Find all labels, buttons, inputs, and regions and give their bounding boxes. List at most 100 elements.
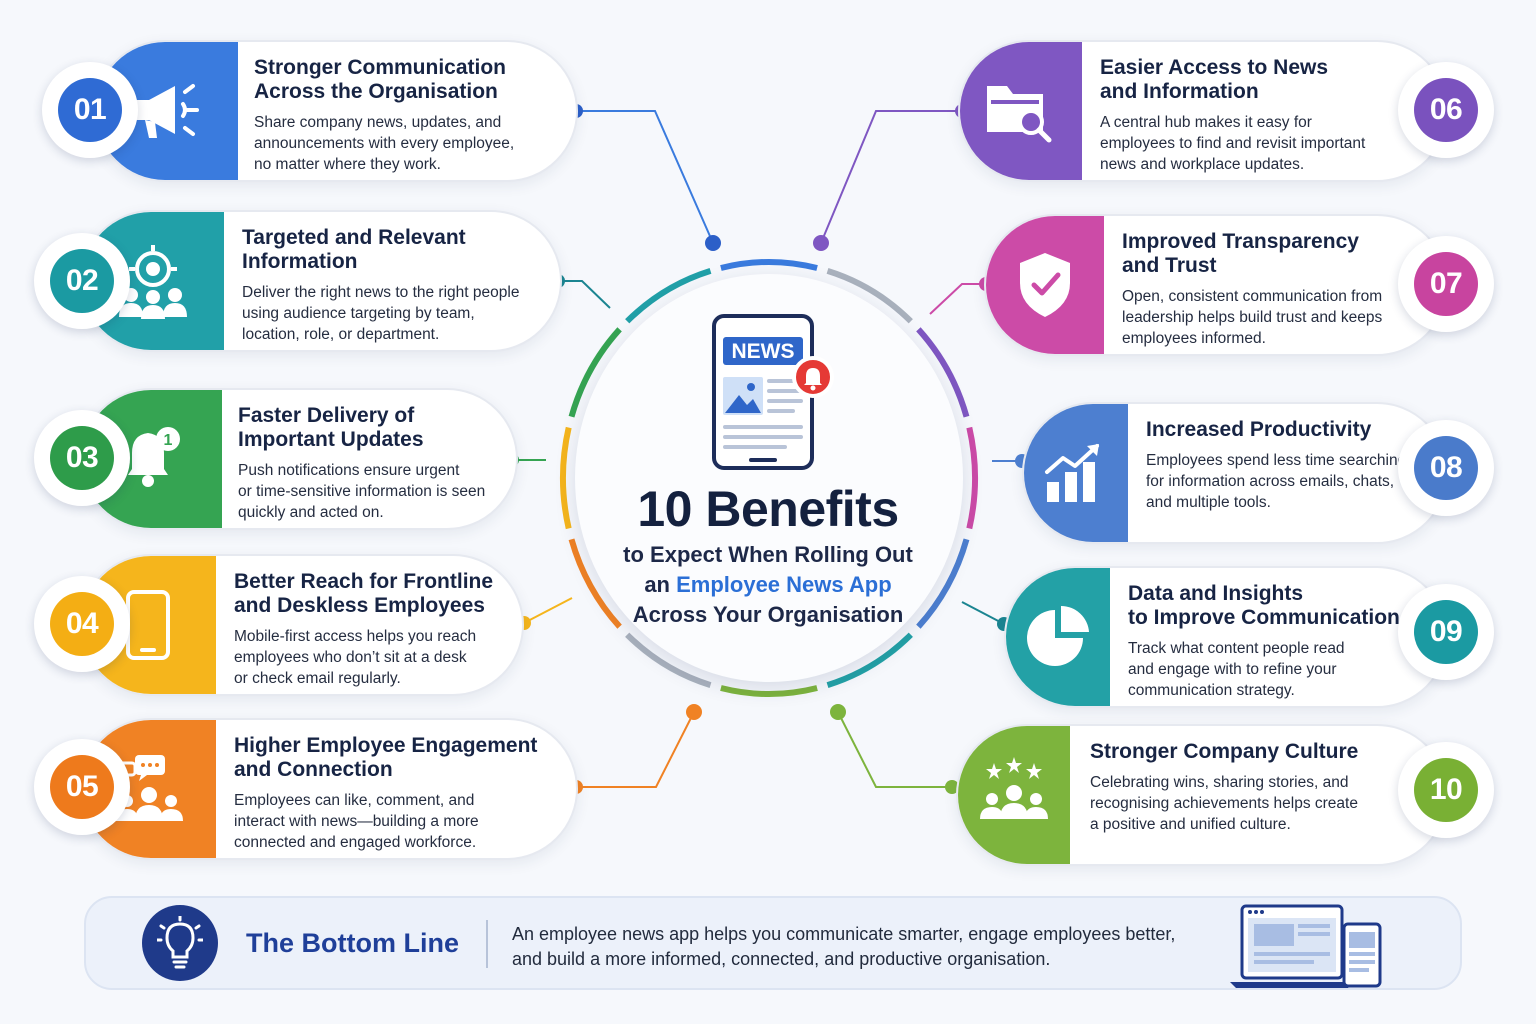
benefit-02-desc-line1: Deliver the right news to the right peop…	[242, 284, 520, 301]
benefit-01-desc-line1: Share company news, updates, and	[254, 114, 502, 131]
audience-target-icon	[119, 245, 187, 319]
benefit-09-title-line2: to Improve Communication	[1128, 606, 1400, 629]
benefit-09-desc-line1: Track what content people read	[1128, 640, 1345, 657]
benefit-10-description: Celebrating wins, sharing stories, and re…	[1090, 772, 1390, 835]
benefit-09-desc-line3: communication strategy.	[1128, 682, 1295, 699]
benefit-03-description: Push notifications ensure urgent or time-…	[238, 460, 508, 523]
benefit-08-desc-line1: Employees spend less time searching	[1146, 452, 1407, 469]
ring-segment	[916, 538, 970, 629]
folder-search-icon	[987, 86, 1052, 143]
benefit-02-number: 02	[50, 249, 114, 313]
people-chat-icon	[115, 755, 183, 821]
ring-segment	[720, 259, 818, 271]
ring-segment	[916, 327, 970, 418]
growth-chart-icon	[1045, 444, 1099, 502]
benefit-09-number: 09	[1414, 600, 1478, 664]
ring-segment	[826, 268, 913, 324]
benefit-06-color-block	[960, 42, 1082, 180]
benefit-02-title-line2: Information	[242, 250, 358, 273]
benefit-03-desc-line1: Push notifications ensure urgent	[238, 462, 460, 479]
hero-subtitle-line3: Across Your Organisation	[632, 602, 904, 627]
lightbulb-icon	[142, 905, 218, 981]
benefit-06-desc-line2: employees to find and revisit important	[1100, 135, 1366, 152]
ring-segment	[568, 538, 622, 629]
ring-segment	[625, 632, 712, 688]
benefit-08-desc-line3: and multiple tools.	[1146, 494, 1271, 511]
bottom-line-text-line2: and build a more informed, connected, an…	[512, 949, 1051, 969]
benefit-07-title-line2: and Trust	[1122, 254, 1217, 277]
benefit-10-color-block	[958, 726, 1070, 864]
benefit-05-description: Employees can like, comment, and interact…	[234, 790, 568, 853]
hero-subtitle-line1: to Expect When Rolling Out	[623, 542, 913, 567]
benefit-card-08: Increased Productivity Employees spend l…	[1022, 402, 1448, 544]
benefit-07-desc-line1: Open, consistent communication from	[1122, 288, 1383, 305]
benefit-10-title: Stronger Company Culture	[1090, 740, 1390, 764]
ring-segment	[966, 426, 978, 530]
shield-check-icon	[1020, 253, 1070, 317]
ring-segment	[568, 327, 622, 418]
svg-text:1: 1	[164, 432, 173, 449]
benefit-04-desc-line2: employees who don’t sit at a desk	[234, 649, 467, 666]
bottom-line-text-line1: An employee news app helps you communica…	[512, 924, 1176, 944]
bell-notification-icon: 1	[128, 427, 180, 487]
benefit-01-title-line1: Stronger Communication	[254, 56, 507, 79]
benefit-05-desc-line2: interact with news—building a more	[234, 813, 479, 830]
benefit-03-desc-line2: or time-sensitive information is seen	[238, 483, 486, 500]
benefit-10-title-line1: Stronger Company Culture	[1090, 740, 1359, 763]
benefit-01-desc-line2: announcements with every employee,	[254, 135, 515, 152]
benefit-03-number: 03	[50, 426, 114, 490]
ring-segment	[560, 426, 572, 530]
benefit-10-desc-line1: Celebrating wins, sharing stories, and	[1090, 774, 1349, 791]
benefit-08-text: Increased Productivity Employees spend l…	[1146, 418, 1446, 513]
benefit-10-desc-line2: recognising achievements helps create	[1090, 795, 1358, 812]
benefit-05-title-line2: and Connection	[234, 758, 393, 781]
benefit-04-number: 04	[50, 592, 114, 656]
benefit-09-color-block	[1006, 568, 1110, 706]
benefit-card-10: Stronger Company Culture Celebrating win…	[956, 724, 1448, 866]
news-label: NEWS	[732, 340, 795, 363]
benefit-03-desc-line3: quickly and acted on.	[238, 504, 384, 521]
benefit-01-desc-line3: no matter where they work.	[254, 156, 441, 173]
benefit-04-description: Mobile-first access helps you reach emplo…	[234, 626, 524, 689]
hero-subtitle-pre: an	[644, 572, 677, 597]
benefit-04-title-line2: and Deskless Employees	[234, 594, 485, 617]
benefit-06-number: 06	[1414, 78, 1478, 142]
news-phone-icon: NEWS	[711, 313, 837, 478]
benefit-05-desc-line1: Employees can like, comment, and	[234, 792, 475, 809]
team-stars-icon	[980, 757, 1048, 819]
hero-title: 10 Benefits	[637, 481, 899, 537]
benefit-10-desc-line3: a positive and unified culture.	[1090, 816, 1291, 833]
benefit-06-number-badge: 06	[1398, 62, 1494, 158]
benefit-04-desc-line1: Mobile-first access helps you reach	[234, 628, 477, 645]
benefit-08-title: Increased Productivity	[1146, 418, 1446, 442]
benefit-02-number-badge: 02	[34, 233, 130, 329]
benefit-02-desc-line2: using audience targeting by team,	[242, 305, 475, 322]
benefit-04-desc-line3: or check email regularly.	[234, 670, 401, 687]
benefit-08-number: 08	[1414, 436, 1478, 500]
benefit-07-color-block	[986, 216, 1104, 354]
benefit-05-number-badge: 05	[34, 739, 130, 835]
benefit-07-desc-line3: employees informed.	[1122, 330, 1266, 347]
megaphone-icon	[137, 84, 199, 138]
benefit-04-number-badge: 04	[34, 576, 130, 672]
